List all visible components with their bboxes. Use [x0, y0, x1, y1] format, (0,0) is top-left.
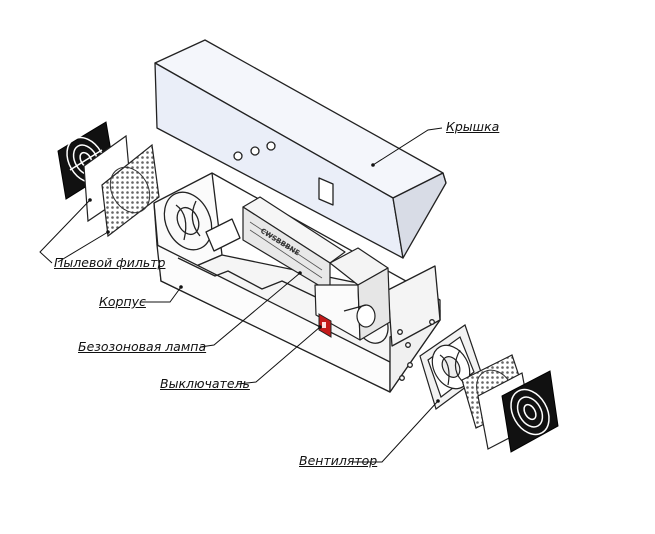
housing-part: [153, 172, 441, 393]
leader-lines: [39, 127, 443, 463]
label-fan: Вентилятор: [299, 453, 378, 468]
label-cover: Крышка: [446, 119, 500, 134]
switch-part: [318, 313, 332, 338]
label-switch: Выключатель: [160, 376, 250, 391]
left-fan-grill: [57, 121, 115, 200]
lid-part: [154, 39, 447, 259]
left-filter-mesh: [101, 143, 160, 238]
right-fan-part: [419, 324, 483, 410]
lid-switch-cutout: [318, 177, 334, 206]
label-lamp: Безозоновая лампа: [78, 339, 207, 354]
lamp-part: [242, 196, 391, 341]
label-dust-filter: Пылевой фильтр: [54, 255, 166, 270]
right-fan-grill: [501, 370, 559, 453]
lid-holes: [233, 141, 276, 161]
label-body: Корпус: [99, 294, 146, 309]
